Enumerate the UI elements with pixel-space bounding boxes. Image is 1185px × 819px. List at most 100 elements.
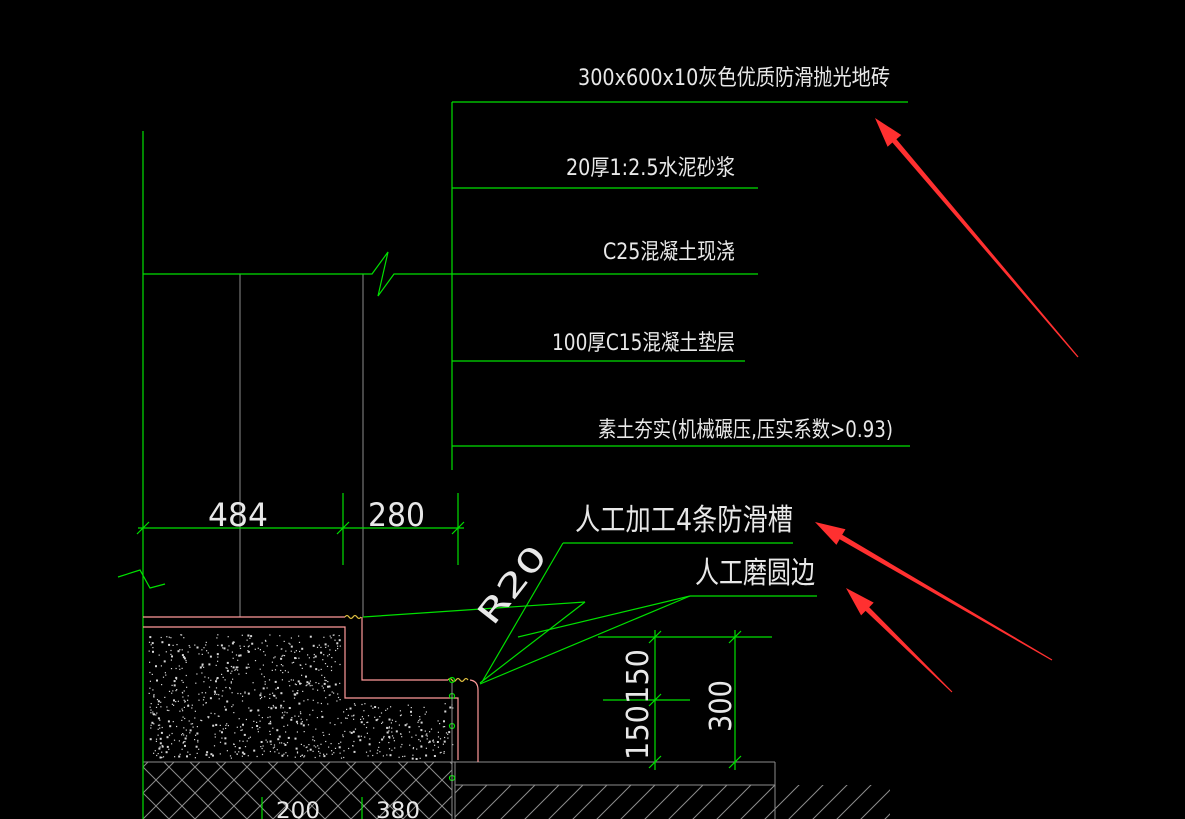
speckle-dot xyxy=(234,746,236,748)
speckle-dot xyxy=(224,737,227,740)
speckle-dot xyxy=(343,756,345,759)
speckle-dot xyxy=(425,747,427,749)
speckle-dot xyxy=(298,657,300,659)
speckle-dot xyxy=(198,653,200,655)
speckle-dot xyxy=(206,650,208,652)
speckle-dot xyxy=(229,755,232,757)
speckle-dot xyxy=(439,738,442,740)
speckle-dot xyxy=(296,751,299,753)
speckle-dot xyxy=(269,697,271,699)
speckle-dot xyxy=(219,753,221,755)
speckle-dot xyxy=(353,740,355,743)
speckle-dot xyxy=(300,743,302,745)
speckle-dot xyxy=(281,754,284,757)
speckle-dot xyxy=(389,754,392,757)
speckle-dot xyxy=(409,744,411,746)
speckle-dot xyxy=(190,723,192,725)
speckle-dot xyxy=(390,722,392,724)
speckle-dot xyxy=(359,739,362,742)
speckle-dot xyxy=(208,756,210,758)
speckle-dot xyxy=(184,700,186,702)
speckle-dot xyxy=(425,734,427,736)
speckle-dot xyxy=(186,755,188,758)
speckle-dot xyxy=(157,700,160,703)
speckle-dot xyxy=(374,716,376,718)
speckle-dot xyxy=(340,757,343,759)
speckle-dot xyxy=(221,737,223,739)
speckle-dot xyxy=(217,656,219,658)
speckle-dot xyxy=(159,737,162,740)
speckle-dot xyxy=(223,647,226,650)
speckle-dot xyxy=(187,751,189,753)
speckle-dot xyxy=(388,718,391,721)
speckle-dot xyxy=(342,736,344,738)
speckle-dot xyxy=(238,673,240,675)
speckle-dot xyxy=(369,750,371,752)
speckle-dot xyxy=(196,646,199,649)
speckle-dot xyxy=(297,680,300,683)
speckle-dot xyxy=(330,637,332,639)
speckle-dot xyxy=(165,751,168,754)
speckle-dot xyxy=(276,665,278,667)
speckle-dot xyxy=(239,645,241,647)
speckle-dot xyxy=(151,673,153,675)
speckle-dot xyxy=(201,649,203,651)
speckle-dot xyxy=(272,727,274,729)
speckle-dot xyxy=(184,717,186,720)
speckle-dot xyxy=(251,709,253,711)
speckle-dot xyxy=(296,731,298,733)
speckle-dot xyxy=(337,696,340,699)
speckle-dot xyxy=(299,650,301,653)
tread-inner-outline xyxy=(143,626,459,760)
speckle-dot xyxy=(418,720,420,722)
speckle-dot xyxy=(317,745,319,747)
speckle-dot xyxy=(296,752,299,754)
speckle-dot xyxy=(231,706,233,708)
speckle-dot xyxy=(260,692,262,694)
speckle-dot xyxy=(400,714,402,716)
speckle-dot xyxy=(445,732,448,734)
speckle-dot xyxy=(259,726,261,729)
speckle-dot xyxy=(187,651,189,653)
speckle-dot xyxy=(411,757,414,760)
speckle-dot xyxy=(175,690,177,692)
speckle-dot xyxy=(170,637,172,639)
speckle-dot xyxy=(159,719,161,721)
speckle-dot xyxy=(444,710,447,713)
speckle-dot xyxy=(399,715,402,717)
speckle-dot xyxy=(434,744,436,746)
speckle-dot xyxy=(325,680,327,682)
speckle-dot xyxy=(231,651,233,653)
speckle-dot xyxy=(237,659,239,661)
speckle-dot xyxy=(282,665,284,667)
speckle-dot xyxy=(152,713,154,715)
speckle-dot xyxy=(374,706,377,708)
speckle-dot xyxy=(159,756,162,759)
speckle-dot xyxy=(155,706,158,708)
speckle-dot xyxy=(401,736,403,738)
speckle-dot xyxy=(424,713,426,715)
speckle-dot xyxy=(280,692,283,695)
speckle-dot xyxy=(298,715,300,717)
speckle-dot xyxy=(242,695,244,697)
speckle-dot xyxy=(447,733,449,735)
speckle-dot xyxy=(238,747,241,750)
speckle-dot xyxy=(161,745,164,748)
speckle-dot xyxy=(326,665,329,667)
speckle-dot xyxy=(411,736,413,738)
speckle-dot xyxy=(338,746,341,749)
speckle-dot xyxy=(153,752,155,754)
speckle-dot xyxy=(254,689,256,691)
speckle-dot xyxy=(212,754,214,757)
speckle-dot xyxy=(324,643,327,646)
speckle-dot xyxy=(443,751,445,753)
speckle-dot xyxy=(149,680,151,682)
speckle-dot xyxy=(243,733,246,736)
speckle-dot xyxy=(232,641,234,643)
speckle-dot xyxy=(169,725,172,728)
speckle-dot xyxy=(334,639,336,641)
speckle-dot xyxy=(328,653,330,656)
speckle-dot xyxy=(178,755,181,758)
speckle-dot xyxy=(407,704,409,706)
speckle-dot xyxy=(242,740,244,742)
